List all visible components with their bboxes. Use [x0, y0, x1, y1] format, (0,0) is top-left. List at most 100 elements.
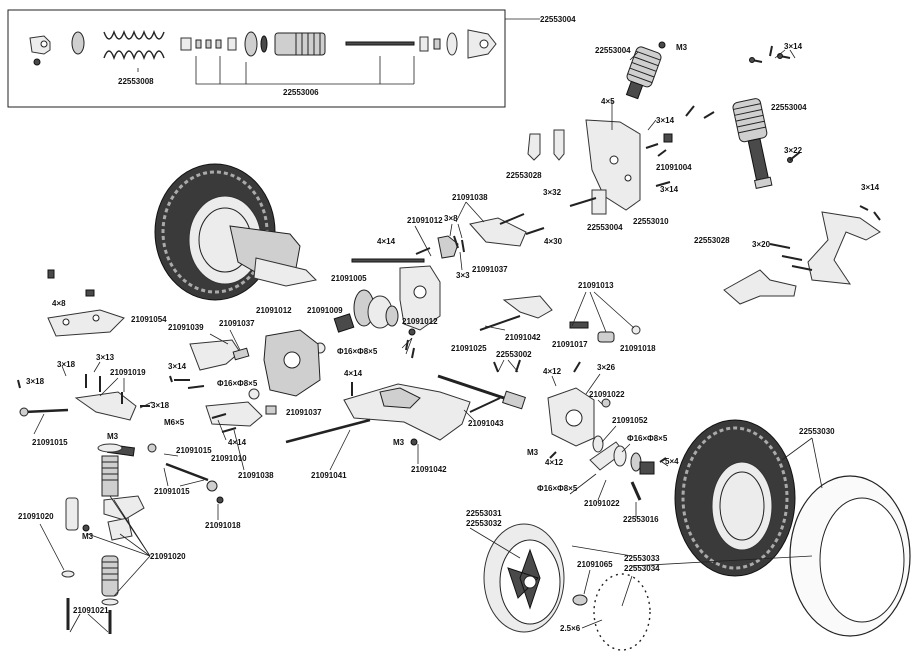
steering-link-upper: [189, 339, 241, 371]
label-3x14-c: 3×14: [861, 183, 880, 192]
label-21091015-c: 21091015: [154, 487, 190, 496]
label-4x12-a: 4×12: [543, 367, 562, 376]
steering-turnbuckle: [23, 408, 69, 414]
shock-detail-box: [7, 9, 506, 108]
label-22553008: 22553008: [118, 77, 154, 86]
upper-suspension-arm: [502, 295, 553, 319]
servo-saver-spring: [101, 555, 119, 597]
label-21091022-b: 21091022: [584, 499, 620, 508]
label-3x18-b: 3×18: [26, 377, 45, 386]
label-22553016: 22553016: [623, 515, 659, 524]
label-21091042-a: 21091042: [505, 333, 541, 342]
label-21091022-a: 21091022: [589, 390, 625, 399]
label-3x22: 3×22: [784, 146, 803, 155]
hinge-pin: [285, 418, 371, 444]
label-4x8: 4×8: [52, 299, 66, 308]
label-3x18-a: 3×18: [57, 360, 76, 369]
label-21091005: 21091005: [331, 274, 367, 283]
label-3x20: 3×20: [752, 240, 771, 249]
label-4x5: 4×5: [601, 97, 615, 106]
label-21091054: 21091054: [131, 315, 167, 324]
label-22553028-b: 22553028: [694, 236, 730, 245]
label-21091037-b: 21091037: [219, 319, 255, 328]
center-drivetrain-group: 21091038 21091012 3×8 4×14 3×3 21091037 …: [164, 193, 656, 480]
label-22553033: 22553033: [624, 554, 660, 563]
label-3x32: 3×32: [543, 188, 562, 197]
shock-nut: [33, 58, 41, 66]
label-21091012-b: 21091012: [256, 306, 292, 315]
label-21091065: 21091065: [577, 560, 613, 569]
label-3x14-e: 3×14: [168, 362, 187, 371]
label-22553006: 22553006: [283, 88, 319, 97]
label-m3-a: M3: [676, 43, 688, 52]
label-22553004-top: 22553004: [540, 15, 576, 24]
label-21091025: 21091025: [451, 344, 487, 353]
label-m3-e: M3: [82, 532, 94, 541]
label-m3-b: M3: [107, 432, 119, 441]
label-21091037-c: 21091037: [286, 408, 322, 417]
label-4x14-b: 4×14: [344, 369, 363, 378]
rear-shock-tower: [585, 119, 641, 211]
shock-tower-group: 22553004 M3 3×14 4×5 3×14 22553004 21091…: [506, 41, 880, 232]
steering-link-rod: [165, 462, 209, 482]
upper-drive-shaft: [351, 258, 425, 263]
label-22553030: 22553030: [799, 427, 835, 436]
rear-shock-right: [732, 98, 773, 189]
label-21091018-b: 21091018: [205, 521, 241, 530]
shock-shaft: [345, 41, 415, 46]
label-21091038-a: 21091038: [452, 193, 488, 202]
label-22553004-c: 22553004: [587, 223, 623, 232]
label-21091018-a: 21091018: [620, 344, 656, 353]
shock-spring: [103, 29, 165, 61]
label-22553002: 22553002: [496, 350, 532, 359]
label-21091017: 21091017: [552, 340, 588, 349]
label-21091010: 21091010: [211, 454, 247, 463]
label-21091015-b: 21091015: [176, 446, 212, 455]
label-5x4: 5×4: [665, 457, 679, 466]
label-21091012-a: 21091012: [407, 216, 443, 225]
label-21091039: 21091039: [168, 323, 204, 332]
label-3x14-b: 3×14: [656, 116, 675, 125]
body-post-right: [553, 129, 565, 161]
shock-rod-end: [29, 35, 51, 55]
label-22553031: 22553031: [466, 509, 502, 518]
label-22553004-b: 22553004: [771, 103, 807, 112]
front-bumper-mount: [807, 211, 881, 285]
label-4x14-a: 4×14: [377, 237, 396, 246]
label-22553028-a: 22553028: [506, 171, 542, 180]
label-phi16-b: Φ16×Φ8×5: [217, 379, 258, 388]
shock-cap: [244, 31, 258, 57]
label-4x12-b: 4×12: [545, 458, 564, 467]
label-3x18-c: 3×18: [151, 401, 170, 410]
label-22553004-a: 22553004: [595, 46, 631, 55]
front-bumper-plate: [723, 269, 797, 305]
label-m3-c: M3: [393, 438, 405, 447]
servo-saver: [437, 235, 459, 259]
label-2-5x6: 2.5×6: [560, 624, 581, 633]
rear-lower-arm-stub: [253, 257, 318, 287]
label-21091012-c: 21091012: [402, 317, 438, 326]
label-3x3: 3×3: [456, 271, 470, 280]
label-3x26: 3×26: [597, 363, 616, 372]
steering-bellcrank: [74, 391, 137, 421]
center-drive-axle: [437, 374, 511, 402]
label-21091020-b: 21091020: [150, 552, 186, 561]
label-21091038-b: 21091038: [238, 471, 274, 480]
label-m6x5: M6×5: [164, 418, 185, 427]
shock-mount-block: [591, 189, 607, 215]
label-3x14-d: 3×14: [660, 185, 679, 194]
front-right-rim: [711, 461, 773, 551]
left-steering-group: 4×8 21091054 3×18 3×13 21091019 3×18 3×1…: [17, 269, 241, 634]
label-phi16-c: Φ16×Φ8×5: [627, 434, 668, 443]
label-3x14-a: 3×14: [784, 42, 803, 51]
label-21091020-a: 21091020: [18, 512, 54, 521]
label-phi16-d: Φ16×Φ8×5: [537, 484, 578, 493]
label-21091004: 21091004: [656, 163, 692, 172]
label-21091043: 21091043: [468, 419, 504, 428]
gearbox-plate: [469, 217, 527, 247]
label-3x13: 3×13: [96, 353, 115, 362]
front-bumper-group: 22553028 3×20: [694, 205, 881, 305]
label-22553032: 22553032: [466, 519, 502, 528]
